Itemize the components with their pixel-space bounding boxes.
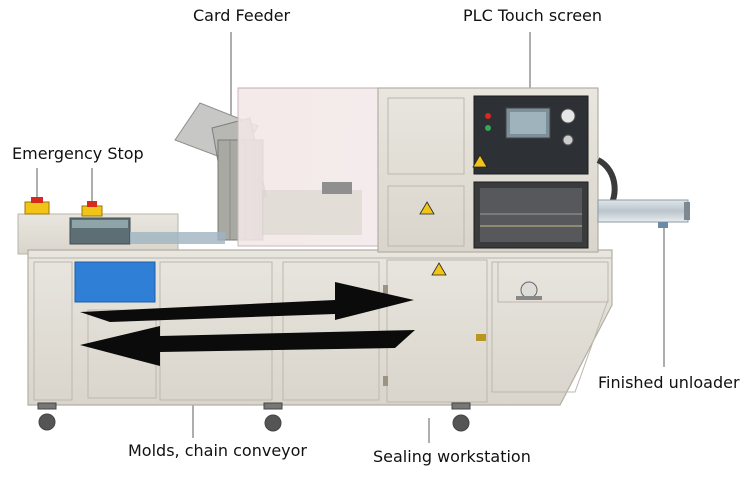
emergency-stop-left xyxy=(24,197,50,215)
caster-wheel-icon xyxy=(451,402,471,432)
label-emergency-stop: Emergency Stop xyxy=(12,144,144,163)
warning-icon xyxy=(419,201,435,215)
label-sealing-workstation: Sealing workstation xyxy=(373,447,531,466)
flow-arrows xyxy=(80,282,415,366)
caster-wheels xyxy=(37,402,471,432)
feeder-glass-guard xyxy=(237,87,379,247)
arrow-right xyxy=(80,282,414,322)
caster-wheel-icon xyxy=(263,402,283,432)
infeed-bench xyxy=(17,213,225,255)
label-molds-chain-conveyor: Molds, chain conveyor xyxy=(128,441,307,460)
emergency-stop-button-icon xyxy=(81,205,103,217)
warning-icon xyxy=(431,262,447,276)
emergency-stop-right xyxy=(81,201,103,217)
label-finished-unloader: Finished unloader xyxy=(598,373,740,392)
arrow-left xyxy=(80,326,415,366)
pressure-gauge-icon xyxy=(520,281,538,299)
label-card-feeder: Card Feeder xyxy=(193,6,291,25)
label-plc-touch-screen: PLC Touch screen xyxy=(463,6,603,25)
warning-icon xyxy=(472,154,488,168)
upper-cabinet xyxy=(377,87,599,253)
emergency-stop-button-icon xyxy=(24,201,50,215)
main-cabinet xyxy=(27,249,613,406)
caster-wheel-icon xyxy=(37,402,57,431)
unloader-rail xyxy=(597,199,690,228)
